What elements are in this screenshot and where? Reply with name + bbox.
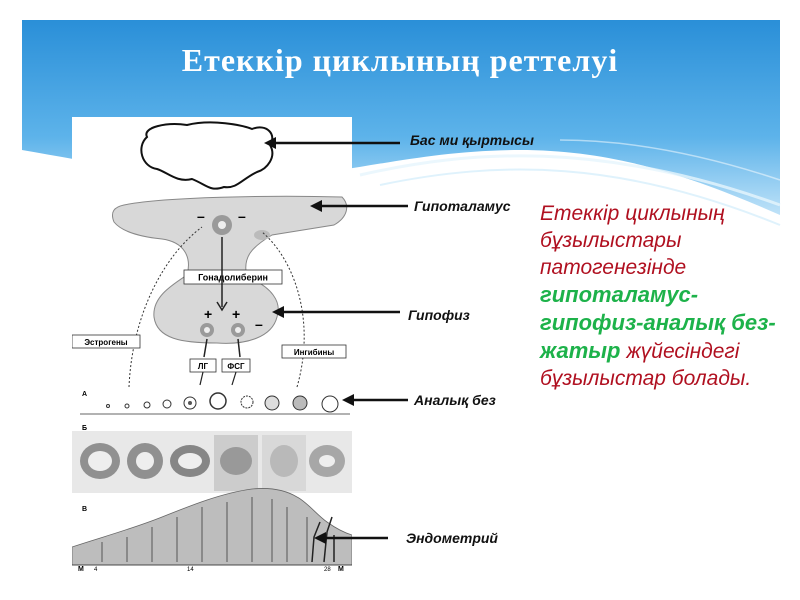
m-right-label: М — [338, 566, 344, 573]
m-left-label: М — [78, 566, 84, 573]
arrow-pituitary — [272, 306, 400, 318]
gonadoliberin-label: Гонадолиберин — [198, 273, 268, 283]
diagram-drawing: – – + + – Гонадолиберин ЛГ ФСГ Эстрогены… — [71, 121, 353, 573]
tick-14: 14 — [187, 567, 194, 573]
minus-sign-3: – — [255, 316, 263, 332]
label-ovary: Аналық без — [414, 392, 496, 408]
arrow-endometrium — [314, 532, 388, 544]
plus-sign-2: + — [232, 306, 240, 322]
arrow-ovary — [342, 394, 408, 406]
regulation-diagram: – – + + – Гонадолиберин ЛГ ФСГ Эстрогены… — [71, 117, 353, 573]
tick-28: 28 — [324, 567, 331, 573]
label-hypothalamus: Гипоталамус — [414, 198, 511, 214]
arrow-hypothalamus — [310, 200, 408, 212]
pathogenesis-text: Етеккір циклының бұзылыстары патогенезін… — [540, 200, 790, 392]
text-part-2-highlight: гипоталамус-гипофиз-аналық без-жатыр — [540, 282, 776, 363]
arrow-cortex — [264, 137, 400, 149]
minus-sign-1: – — [197, 208, 205, 224]
estrogens-label: Эстрогены — [84, 338, 127, 347]
fsh-label: ФСГ — [227, 362, 245, 371]
row-b-label: Б — [82, 425, 87, 432]
label-pituitary: Гипофиз — [408, 307, 470, 323]
minus-sign-2: – — [238, 208, 246, 224]
row-a-label: А — [82, 391, 87, 398]
tick-4: 4 — [94, 567, 98, 573]
plus-sign-1: + — [204, 306, 212, 322]
cortex-shape — [140, 121, 274, 190]
text-part-1: Етеккір циклының бұзылыстары патогенезін… — [540, 202, 725, 279]
label-endometrium: Эндометрий — [406, 530, 498, 546]
slide-title: Етеккір циклының реттелуі — [181, 42, 619, 78]
inhibins-label: Ингибины — [294, 348, 335, 357]
endometrium-profile — [71, 488, 353, 566]
lh-label: ЛГ — [198, 362, 209, 371]
label-cortex: Бас ми қыртысы — [410, 132, 534, 148]
text-part-3: жүйесіндегі бұзылыстар болады. — [540, 340, 752, 390]
row-c-label: В — [82, 506, 87, 513]
